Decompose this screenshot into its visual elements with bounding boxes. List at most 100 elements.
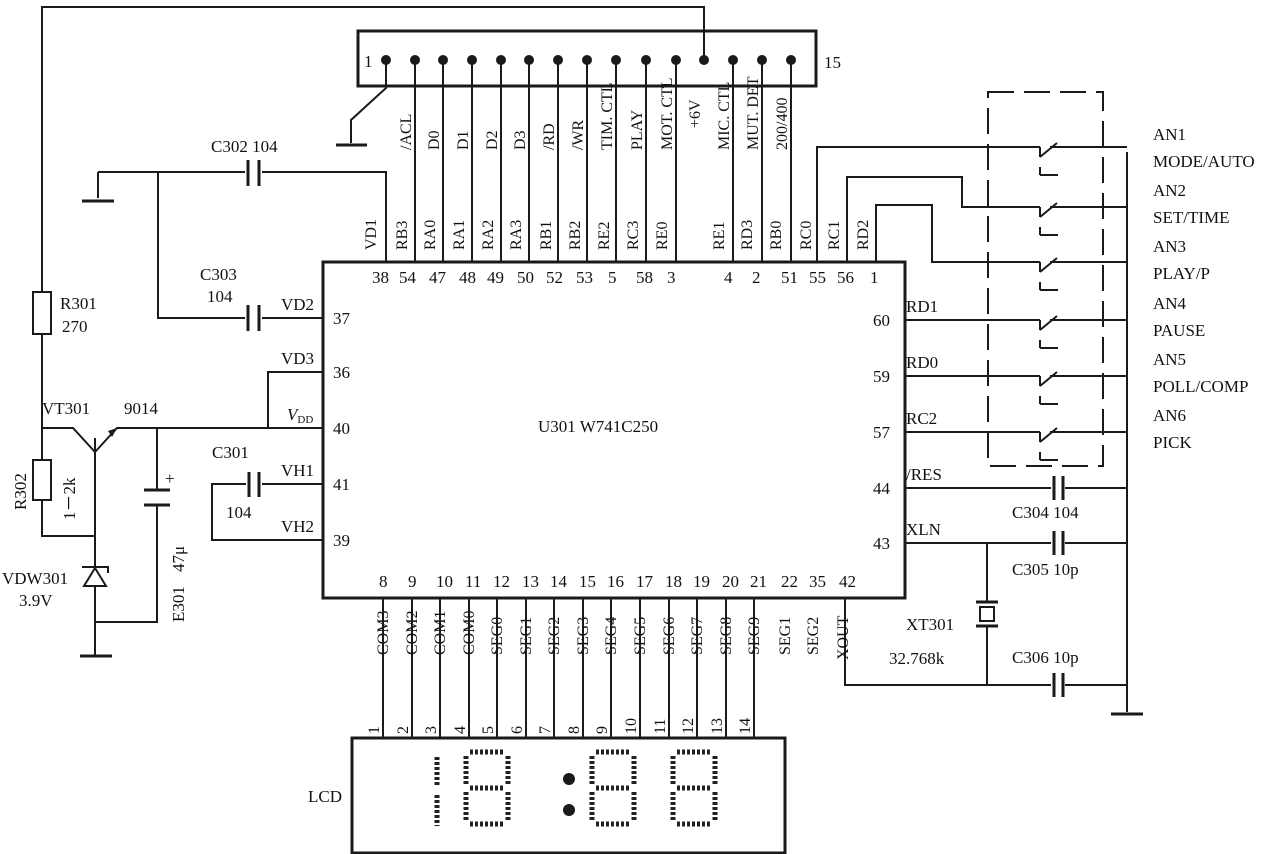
top-signal-label: MUT. DET: [745, 76, 762, 150]
top-port-name: RB0: [768, 221, 785, 250]
bottom-pin-number: 35: [809, 572, 826, 591]
c302-label: C302 104: [211, 137, 278, 156]
top-signal-label: D3: [512, 130, 529, 150]
bottom-pin-number: 13: [522, 572, 539, 591]
top-pin-number: 3: [667, 268, 676, 287]
lcd-pin-number: 3: [423, 726, 440, 734]
bottom-pin-number: 19: [693, 572, 710, 591]
button-function: PLAY/P: [1153, 264, 1210, 283]
button-group-dashed-box: [987, 91, 1104, 467]
rc0-wire: [816, 146, 1040, 262]
left-pin-number: 41: [333, 475, 350, 494]
connector-contact: [381, 55, 391, 65]
button-function: SET/TIME: [1153, 208, 1230, 227]
c302-wire: [98, 171, 387, 262]
left-port-name: VH1: [281, 461, 314, 480]
right-port-name: /RES: [906, 465, 942, 484]
lcd-label: LCD: [308, 787, 342, 806]
left-port-name: VDD: [287, 405, 313, 426]
e301-ref: E301: [169, 586, 188, 622]
ic-body: [321, 260, 907, 600]
r301-value: 270: [62, 317, 88, 336]
top-signal-label: D2: [484, 130, 501, 150]
top-port-name: RA2: [480, 220, 497, 250]
top-pin-number: 38: [372, 268, 389, 287]
lcd-pin-number: 2: [395, 726, 412, 734]
top-port-name: RA1: [451, 220, 468, 250]
top-port-name: RC3: [625, 221, 642, 250]
top-port-name: RA0: [422, 220, 439, 250]
bottom-pin-number: 18: [665, 572, 682, 591]
left-port-name: VD3: [281, 349, 314, 368]
switch-symbol: [1039, 142, 1058, 176]
button-function: PAUSE: [1153, 321, 1205, 340]
r302-value: 1－2k: [60, 477, 79, 520]
lcd-digits: [434, 749, 718, 827]
top-port-name: RE1: [711, 222, 728, 250]
lcd-pin-number: 10: [623, 718, 640, 734]
bottom-pin-number: 17: [636, 572, 654, 591]
top-port-name: RD2: [855, 220, 872, 250]
e301-symbol: [144, 488, 170, 507]
lcd-colon-bottom: [563, 804, 575, 816]
bottom-pin-number: 21: [750, 572, 767, 591]
bottom-pin-number: 10: [436, 572, 453, 591]
r301-ref: R301: [60, 294, 97, 313]
top-pin-number: 55: [809, 268, 826, 287]
bottom-pin-number: 12: [493, 572, 510, 591]
button-ref: AN5: [1153, 350, 1186, 369]
top-signal-label: TIM. CTL: [599, 82, 616, 150]
c305-label: C305 10p: [1012, 560, 1079, 579]
top-pin-number: 49: [487, 268, 504, 287]
right-port-name: RD1: [906, 297, 938, 316]
connector-ground-wire: [350, 62, 387, 143]
button-function: PICK: [1153, 433, 1192, 452]
top-port-name: RA3: [508, 220, 525, 250]
button-ref: AN6: [1153, 406, 1186, 425]
top-port-name: VD1: [363, 219, 380, 250]
lcd-colon-top: [563, 773, 575, 785]
r302-ref: R302: [11, 473, 30, 510]
c302-symbol: [246, 160, 261, 186]
ic-name: U301 W741C250: [538, 417, 658, 436]
top-pin-number: 52: [546, 268, 563, 287]
left-pin-number: 37: [333, 309, 351, 328]
c304-symbol: [1052, 476, 1065, 500]
c303-value: 104: [207, 287, 233, 306]
top-pin-number: 2: [752, 268, 761, 287]
button-function: POLL/COMP: [1153, 377, 1248, 396]
bottom-port-name: SEG1: [777, 617, 794, 655]
top-pin-number: 51: [781, 268, 798, 287]
switch-symbol: [1039, 257, 1058, 291]
right-pin-number: 57: [873, 423, 891, 442]
vt301-base-wire: [41, 470, 96, 537]
switch-symbol: [1039, 427, 1058, 461]
vdw301-value: 3.9V: [19, 591, 53, 610]
button-ref: AN2: [1153, 181, 1186, 200]
button-switches: [1039, 142, 1127, 461]
xt301-plates: [976, 600, 998, 628]
c301-symbol: [247, 472, 261, 497]
top-port-name: RB2: [567, 221, 584, 250]
vt301-ref: VT301: [42, 399, 90, 418]
bottom-pin-number: 20: [722, 572, 739, 591]
switch-symbol: [1039, 202, 1058, 236]
bottom-pin-number: 15: [579, 572, 596, 591]
top-signal-label: 200/400: [774, 98, 791, 150]
top-pin-number: 54: [399, 268, 417, 287]
bottom-pin-number: 22: [781, 572, 798, 591]
xt301-value: 32.768k: [889, 649, 945, 668]
right-pin-number: 43: [873, 534, 890, 553]
bottom-pin-number: 42: [839, 572, 856, 591]
left-pin-number: 39: [333, 531, 350, 550]
left-port-name: VH2: [281, 517, 314, 536]
c305-symbol: [1052, 531, 1065, 555]
lcd-pin-number: 5: [480, 726, 497, 734]
top-port-name: RB3: [394, 221, 411, 250]
top-pin-number: 5: [608, 268, 617, 287]
bottom-pin-number: 11: [465, 572, 481, 591]
top-signal-label: D1: [455, 130, 472, 150]
